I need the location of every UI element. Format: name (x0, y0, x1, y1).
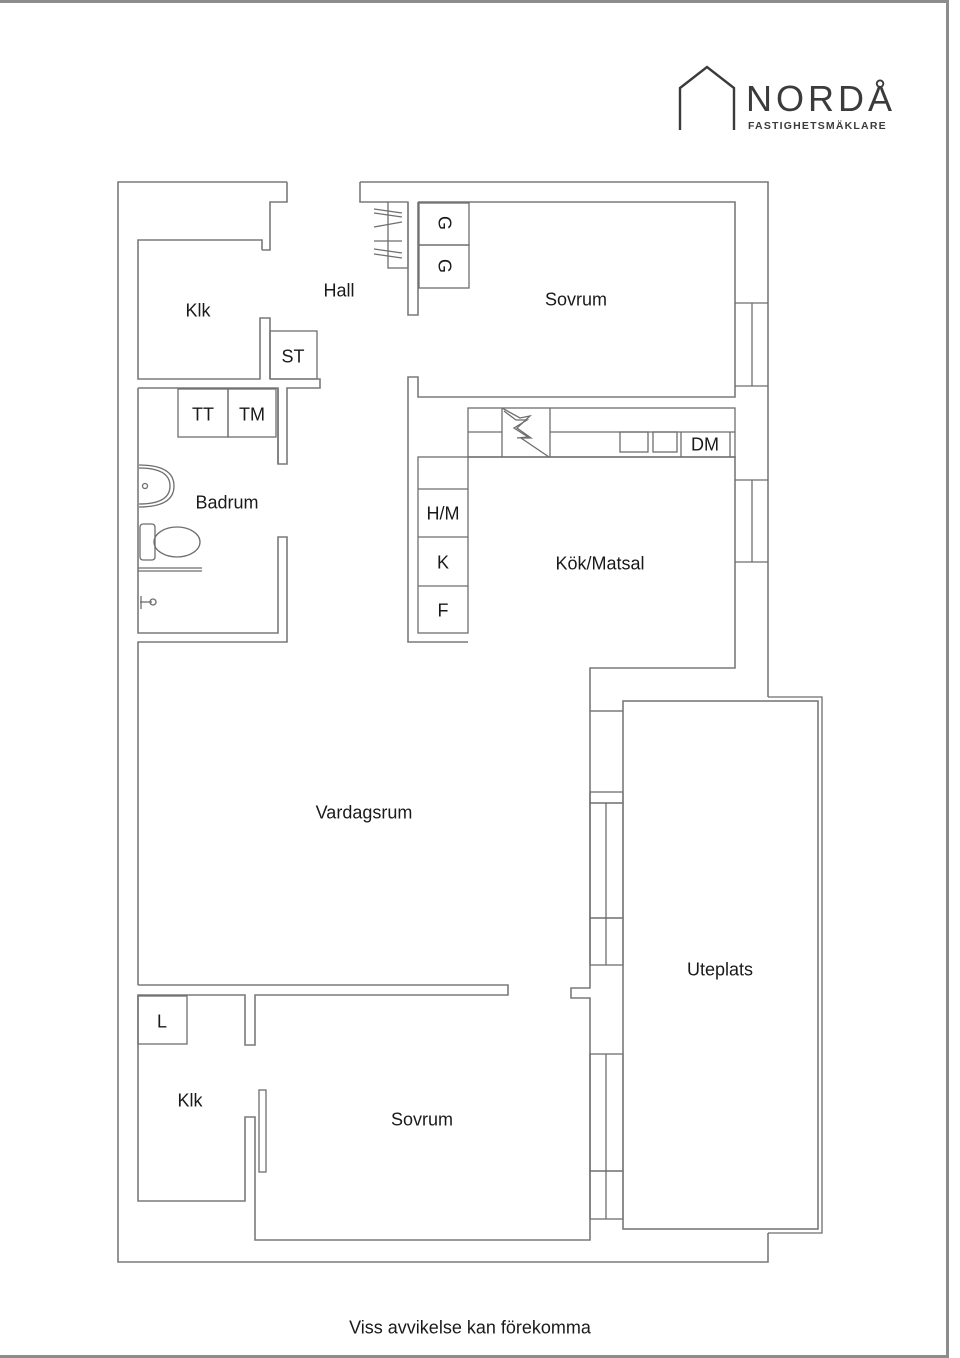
room-label-sovrum-top: Sovrum (544, 289, 608, 310)
nordå-logo: NORDÅ FASTIGHETSMÄKLARE (676, 64, 896, 136)
room-label-dm: DM (691, 434, 719, 455)
hall-shelf (373, 201, 419, 316)
room-label-klk-top: Klk (185, 300, 211, 321)
disclaimer-text: Viss avvikelse kan förekomma (349, 1317, 591, 1338)
room-label-uteplats: Uteplats (686, 959, 754, 980)
room-label-tt: TT (192, 404, 214, 425)
room-label-hm: H/M (426, 503, 460, 524)
windows-east (589, 791, 624, 1220)
room-label-badrum: Badrum (195, 492, 259, 513)
room-label-klk-bottom: Klk (177, 1090, 203, 1111)
room-label-k: K (436, 552, 450, 573)
room-label-tm: TM (239, 404, 265, 425)
room-label-hall: Hall (323, 280, 355, 301)
room-label-kok-matsal: Kök/Matsal (555, 553, 645, 574)
kitchen-walls (417, 407, 768, 712)
room-label-sovrum-bottom: Sovrum (390, 1109, 454, 1130)
room-label-wardrobe-1: G (434, 215, 455, 231)
sovrum-top-walls (407, 201, 768, 643)
room-label-wardrobe-2: G (434, 258, 455, 274)
logo-name: NORDÅ (746, 78, 897, 119)
room-label-st: ST (281, 346, 305, 367)
badrum-walls (137, 387, 288, 985)
room-label-l: L (156, 1011, 168, 1032)
uteplats-walls (622, 696, 823, 1234)
outer-walls (117, 181, 769, 1263)
house-outline-icon (678, 65, 736, 130)
logo-subtitle: FASTIGHETSMÄKLARE (748, 120, 887, 132)
room-label-f: F (437, 600, 449, 621)
vardagsrum-walls (137, 711, 591, 1241)
room-label-vardagsrum: Vardagsrum (315, 802, 413, 823)
